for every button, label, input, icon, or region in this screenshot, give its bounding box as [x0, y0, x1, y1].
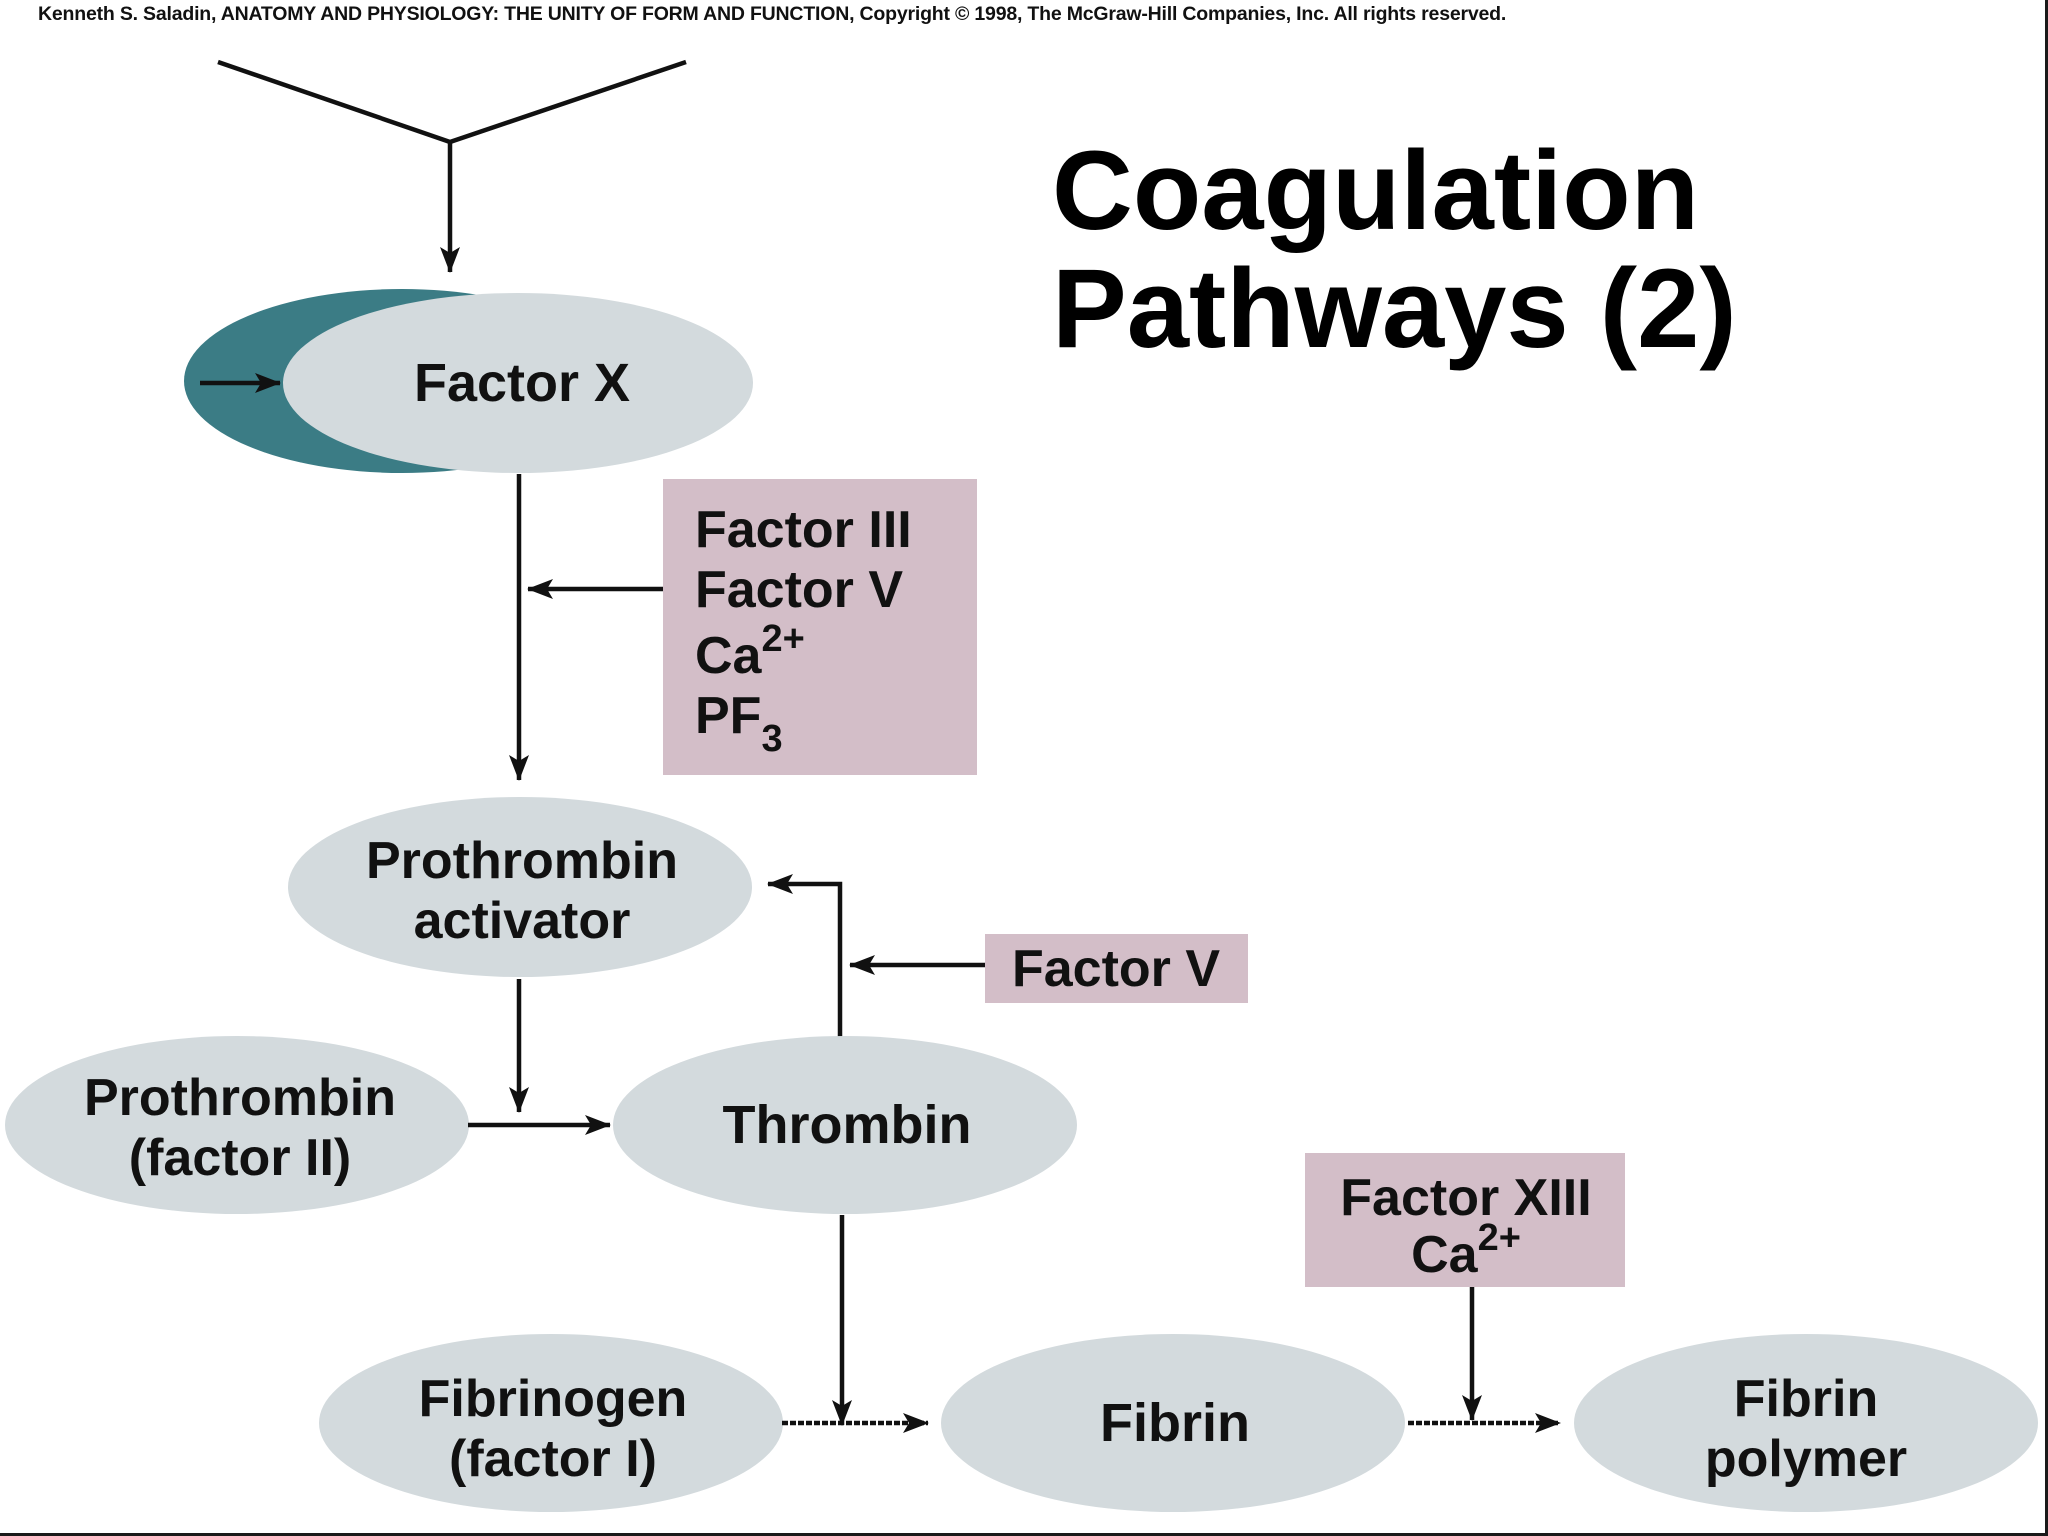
cofactor-2-factor-v: Factor V — [1012, 940, 1220, 998]
thrombin-node: Thrombin — [613, 1036, 1077, 1214]
cofactor-calcium: Ca2+ — [695, 618, 805, 685]
calcium-3-symbol: Ca — [1411, 1226, 1479, 1284]
fibrin-polymer-ellipse — [1574, 1334, 2038, 1512]
copyright-notice: Kenneth S. Saladin, ANATOMY AND PHYSIOLO… — [38, 3, 1507, 25]
cofactor-3-calcium: Ca2+ — [1411, 1217, 1521, 1284]
cofactor-box-1-bg — [663, 479, 977, 775]
prothrombin-activator-line-1: Prothrombin — [366, 832, 678, 890]
cofactor-box-3: Factor XIII Ca2+ — [1305, 1153, 1625, 1287]
title-line-2: Pathways (2) — [1052, 246, 1737, 371]
fibrinogen-node: Fibrinogen (factor I) — [319, 1334, 783, 1512]
prothrombin-activator-line-2: activator — [414, 892, 631, 950]
cofactor-pf3: PF3 — [695, 687, 783, 760]
fibrin-polymer-node: Fibrin polymer — [1574, 1334, 2038, 1512]
calcium-charge: 2+ — [761, 618, 804, 660]
cofactor-factor-v: Factor V — [695, 561, 903, 619]
pf-subscript: 3 — [761, 718, 782, 760]
prothrombin-ellipse — [5, 1036, 469, 1214]
factor-x-node: Factor X — [184, 289, 753, 473]
prothrombin-line-2: (factor II) — [129, 1129, 351, 1187]
cofactor-box-2: Factor V — [985, 934, 1248, 1003]
cofactor-box-2-bg — [985, 934, 1248, 1003]
slide-title: Coagulation Pathways (2) — [1052, 132, 1737, 368]
input-line-left — [217, 59, 451, 145]
input-line-right — [449, 59, 687, 145]
fibrinogen-line-1: Fibrinogen — [419, 1370, 688, 1428]
prothrombin-activator-ellipse — [288, 797, 752, 977]
title-line-1: Coagulation — [1052, 128, 1700, 253]
factor-x-ellipse — [283, 293, 753, 473]
fibrin-polymer-line-2: polymer — [1705, 1430, 1907, 1488]
pf-symbol: PF — [695, 687, 761, 745]
cofactor-box-3-bg — [1305, 1153, 1625, 1287]
fibrin-ellipse — [941, 1334, 1405, 1512]
fibrin-label: Fibrin — [1100, 1393, 1250, 1453]
thrombin-ellipse — [613, 1036, 1077, 1214]
fibrinogen-ellipse — [319, 1334, 783, 1512]
fibrinogen-line-2: (factor I) — [449, 1430, 657, 1488]
prothrombin-activator-node: Prothrombin activator — [288, 797, 752, 977]
fibrin-node: Fibrin — [941, 1334, 1405, 1512]
factor-x-label: Factor X — [414, 353, 630, 413]
converging-input-lines — [217, 59, 687, 273]
feedback-arrow-thrombin — [767, 874, 843, 1040]
prothrombin-node: Prothrombin (factor II) — [5, 1036, 469, 1214]
cofactor-factor-iii: Factor III — [695, 501, 912, 559]
cofactor-factor-xiii: Factor XIII — [1340, 1169, 1591, 1227]
prothrombin-line-1: Prothrombin — [84, 1069, 396, 1127]
calcium-3-charge: 2+ — [1478, 1217, 1521, 1259]
fibrin-polymer-line-1: Fibrin — [1734, 1370, 1878, 1428]
calcium-symbol: Ca — [695, 627, 763, 685]
cofactor-box-1: Factor III Factor V Ca2+ PF3 — [663, 479, 977, 775]
thrombin-label: Thrombin — [723, 1095, 972, 1155]
